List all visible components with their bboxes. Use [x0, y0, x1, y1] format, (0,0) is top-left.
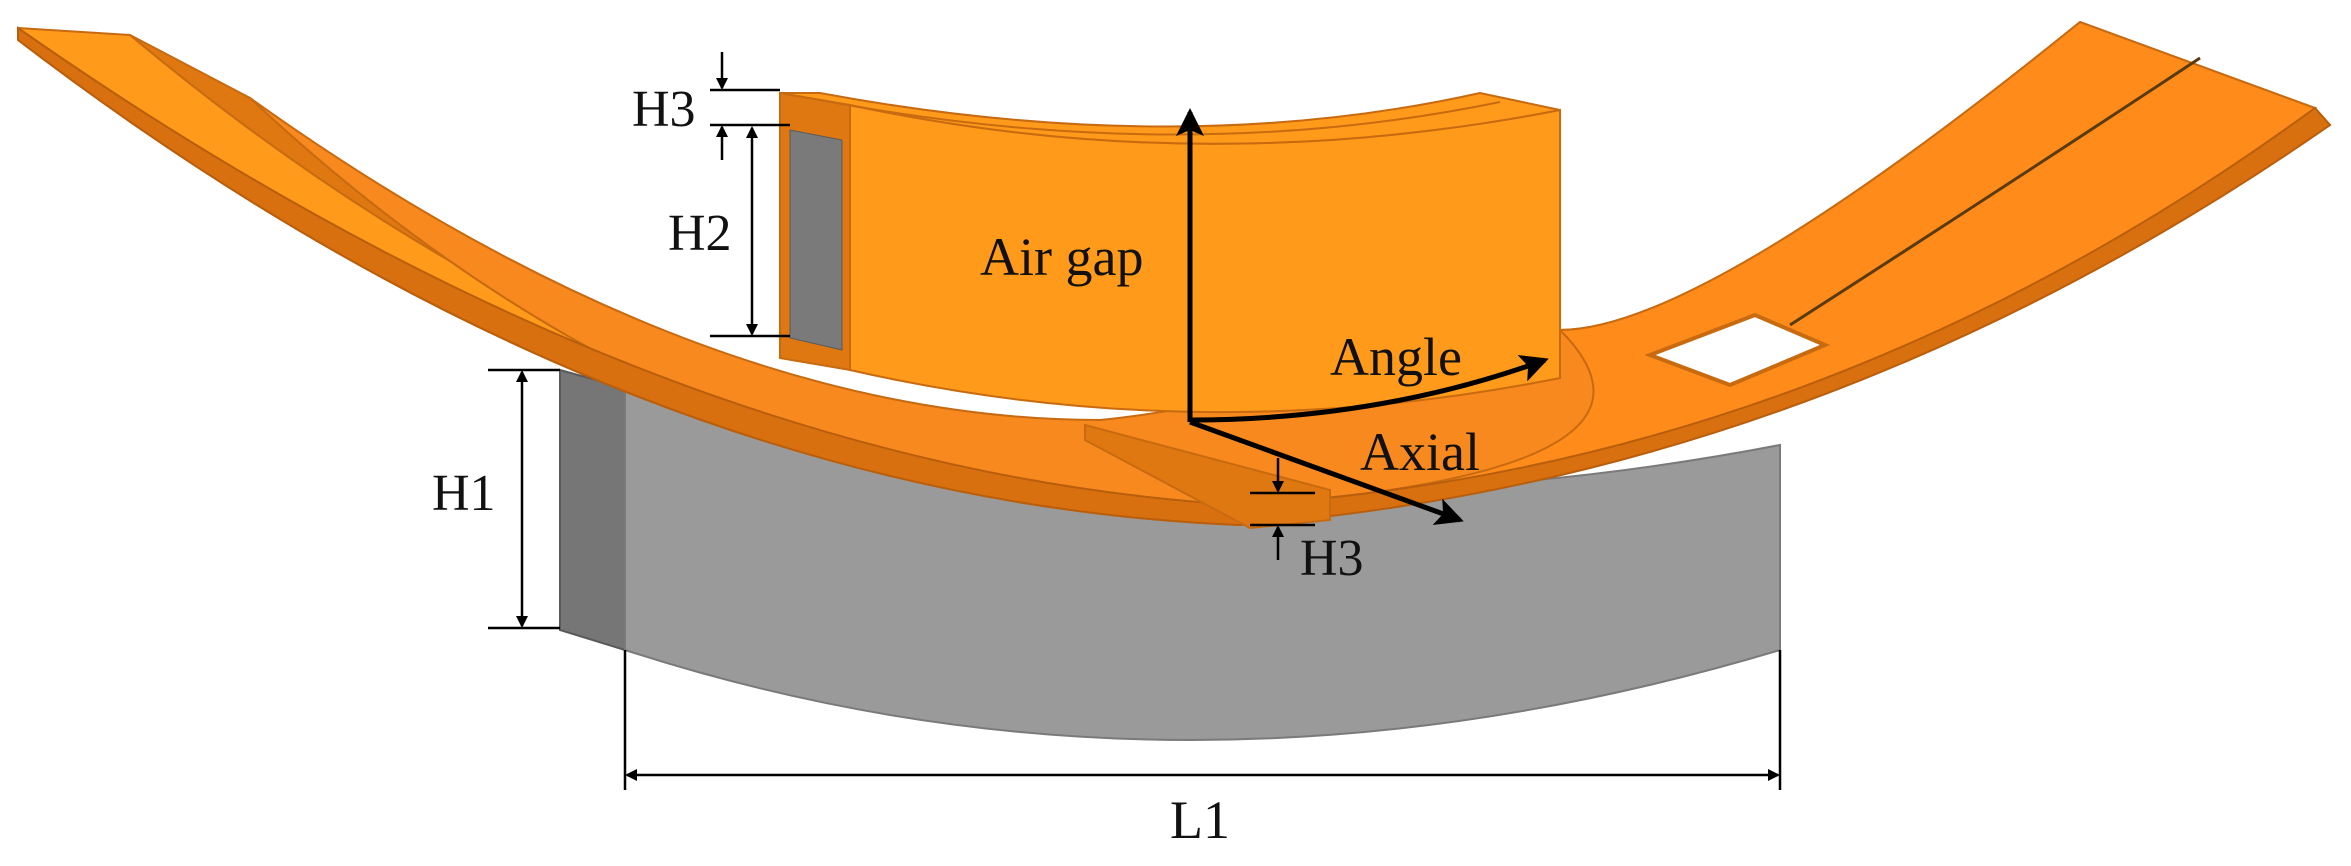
label-h2: H2 [668, 205, 732, 262]
gray-base-side-face [559, 368, 626, 652]
upper-block-top-face [779, 91, 1561, 145]
upper-block-gray-inset [789, 129, 843, 351]
rail-front-edge [17, 26, 2332, 527]
coordinate-axes [1176, 108, 1549, 525]
label-h3-top: H3 [632, 81, 696, 138]
angle-axis-arrow [1189, 355, 1549, 423]
label-h1: H1 [432, 465, 496, 522]
rail-slot-hole [1644, 312, 1831, 388]
label-l1: L1 [1170, 790, 1230, 850]
diagram-labels: H3 H2 Air gap Angle H1 Axial H3 L1 [432, 81, 1480, 850]
dimension-lines [488, 52, 1782, 790]
upper-block-top-edge-line [819, 99, 1501, 136]
axial-axis-arrow [1189, 419, 1464, 525]
label-air-gap: Air gap [980, 227, 1143, 287]
label-h3-bottom: H3 [1300, 530, 1364, 587]
upper-orange-block [779, 91, 1561, 414]
rail-center-groove [1789, 56, 2201, 327]
curved-orange-rail [17, 20, 2332, 530]
label-angle: Angle [1330, 327, 1462, 387]
label-axial: Axial [1360, 422, 1480, 482]
